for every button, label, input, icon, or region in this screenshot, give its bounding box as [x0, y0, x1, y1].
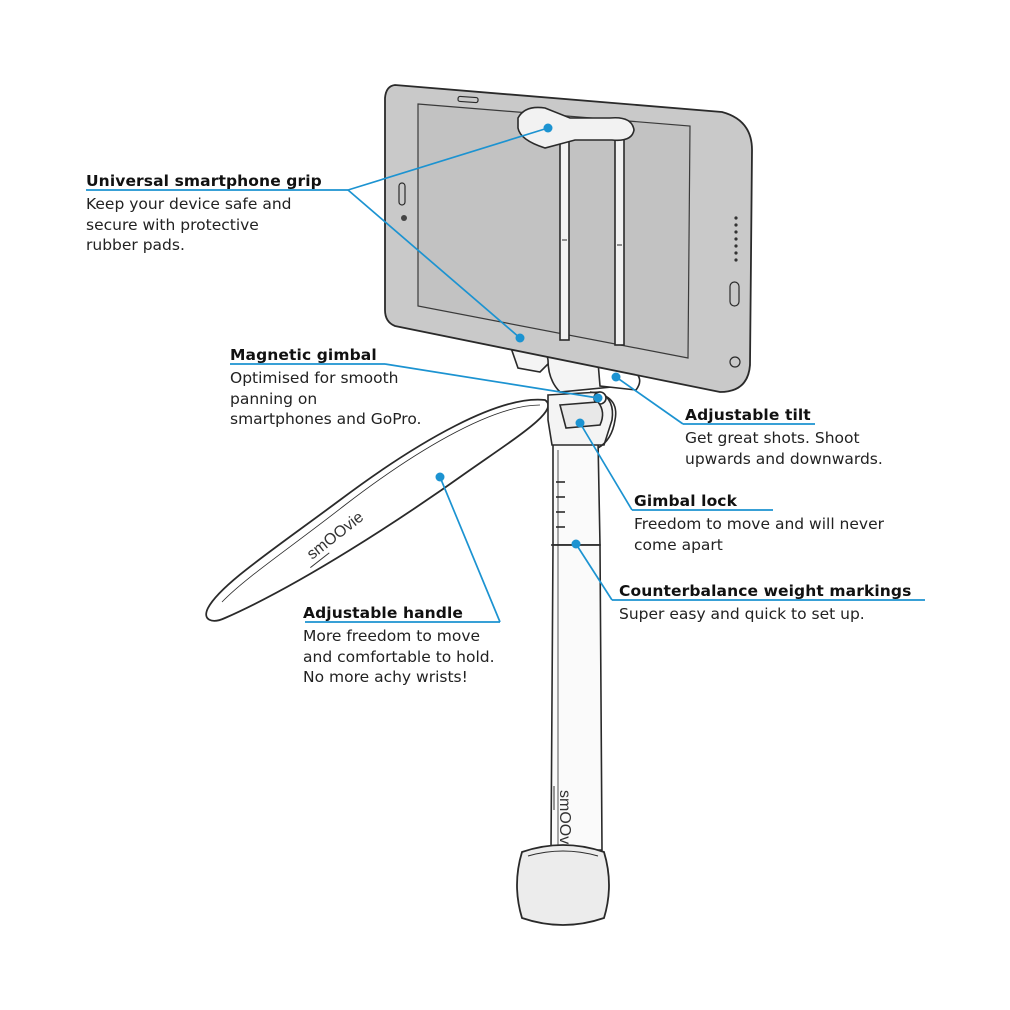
- lock-leader: [579, 422, 773, 511]
- callout-description: Keep your device safe and secure with pr…: [86, 194, 322, 256]
- gimbal-leader: [230, 363, 599, 399]
- callout-description: Super easy and quick to set up.: [619, 604, 911, 625]
- callout-tilt: Adjustable tilt Get great shots. Shoot u…: [685, 405, 883, 469]
- callout-title: Universal smartphone grip: [86, 172, 322, 190]
- callout-title: Gimbal lock: [634, 492, 738, 510]
- handle-leader: [305, 476, 501, 623]
- handle-dot: [435, 472, 445, 482]
- tilt-leader: [615, 376, 815, 425]
- callout-description: Get great shots. Shoot upwards and downw…: [685, 428, 883, 469]
- callout-line: secure with protective: [86, 215, 259, 234]
- shaft-logo-text: smOOvie: [556, 790, 573, 857]
- callout-line: Super easy and quick to set up.: [619, 605, 865, 623]
- callout-title: Counterbalance weight markings: [619, 582, 912, 600]
- callout-description: More freedom to move and comfortable to …: [303, 626, 495, 688]
- callout-title: Magnetic gimbal: [230, 346, 377, 364]
- tilt-dot: [611, 372, 621, 382]
- phone-clamp: [517, 106, 635, 346]
- callout-line: Optimised for smooth: [230, 369, 399, 387]
- shaft-logo: smOOvie: [553, 786, 573, 857]
- callout-line: panning on: [230, 389, 318, 408]
- speaker-grille: [734, 216, 738, 262]
- callout-title: Adjustable tilt: [685, 406, 811, 424]
- callout-line: and comfortable to hold.: [303, 647, 495, 666]
- paddle-handle: smOOvie: [205, 398, 550, 622]
- callout-gimbal: Magnetic gimbal Optimised for smooth pan…: [230, 345, 421, 430]
- callout-dots: [435, 123, 621, 549]
- base-weight: [516, 844, 610, 926]
- gimbal-dot: [593, 393, 603, 403]
- grip-leader: [86, 127, 549, 339]
- callout-counterbalance: Counterbalance weight markings Super eas…: [619, 581, 911, 625]
- callout-line: upwards and downwards.: [685, 449, 883, 468]
- callout-line: No more achy wrists!: [303, 668, 468, 686]
- callout-title: Adjustable handle: [303, 604, 463, 622]
- callout-leaders: [86, 127, 925, 623]
- lock-dot: [575, 418, 585, 428]
- callout-line: rubber pads.: [86, 236, 185, 254]
- callout-line: smartphones and GoPro.: [230, 410, 422, 428]
- callout-line: More freedom to move: [303, 627, 481, 645]
- callout-description: Freedom to move and will never come apar…: [634, 514, 884, 555]
- grip-dot-top: [543, 123, 553, 133]
- callout-lock: Gimbal lock Freedom to move and will nev…: [634, 491, 884, 555]
- callout-line: Keep your device safe and: [86, 195, 292, 213]
- counter-leader: [575, 543, 925, 601]
- callout-grip: Universal smartphone grip Keep your devi…: [86, 171, 322, 256]
- grip-dot-bottom: [515, 333, 525, 343]
- callout-handle: Adjustable handle More freedom to move a…: [303, 603, 495, 688]
- counter-dot: [571, 539, 581, 549]
- callout-description: Optimised for smooth panning on smartpho…: [230, 368, 421, 430]
- counterbalance-markings: [556, 481, 565, 528]
- callout-line: Freedom to move and will never: [634, 515, 884, 533]
- callout-line: Get great shots. Shoot: [685, 429, 860, 447]
- stabilizer-shaft: [550, 439, 603, 851]
- callout-line: come apart: [634, 535, 723, 554]
